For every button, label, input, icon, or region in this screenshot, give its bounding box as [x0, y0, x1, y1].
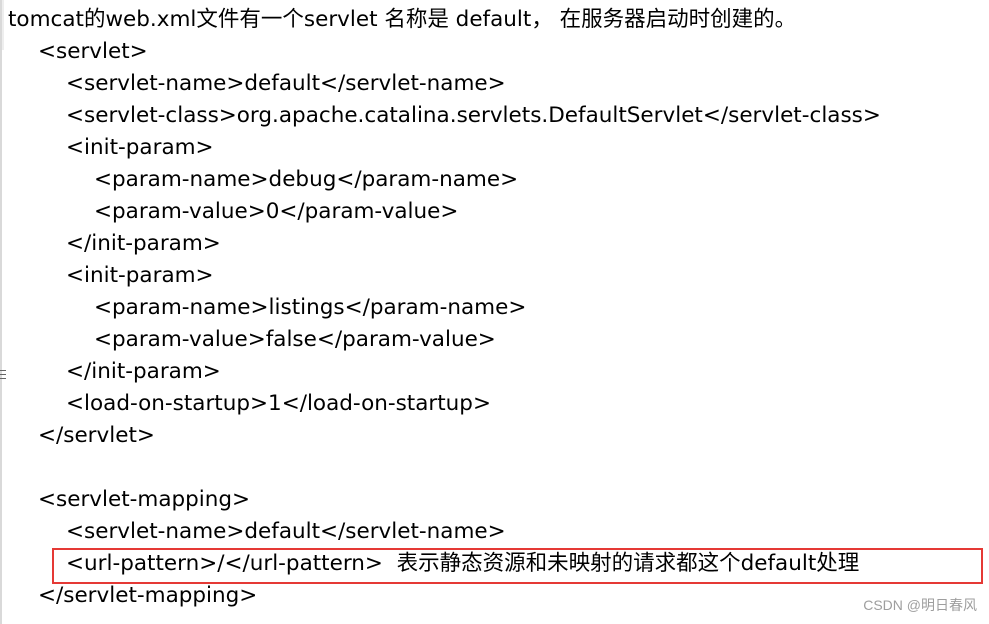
- code-line-param-name-listings: <param-name>listings</param-name>: [94, 295, 527, 320]
- code-line-param-value-0: <param-value>0</param-value>: [94, 199, 459, 224]
- left-margin-rule-top: [2, 0, 4, 50]
- code-line-init-param-close-1: </init-param>: [66, 231, 221, 256]
- code-line-mapping-servlet-name: <servlet-name>default</servlet-name>: [66, 519, 506, 544]
- code-line-servlet-close: </servlet>: [38, 423, 155, 448]
- highlight-box: [52, 548, 983, 584]
- paragraph-marker-icon: [0, 370, 6, 382]
- code-line-param-value-false: <param-value>false</param-value>: [94, 327, 496, 352]
- code-line-servlet-mapping-close: </servlet-mapping>: [38, 583, 258, 608]
- code-line-load-on-startup: <load-on-startup>1</load-on-startup>: [66, 391, 491, 416]
- code-line-servlet-mapping-open: <servlet-mapping>: [38, 487, 251, 512]
- code-line-init-param-close-2: </init-param>: [66, 359, 221, 384]
- code-line-servlet-open: <servlet>: [38, 39, 148, 64]
- code-line-servlet-class: <servlet-class>org.apache.catalina.servl…: [66, 103, 881, 128]
- code-line-param-name-debug: <param-name>debug</param-name>: [94, 167, 519, 192]
- code-line-init-param-open-1: <init-param>: [66, 135, 214, 160]
- left-margin-rule: [0, 0, 2, 624]
- watermark: CSDN @明日春风: [863, 597, 977, 613]
- code-line-servlet-name: <servlet-name>default</servlet-name>: [66, 71, 506, 96]
- document-heading: tomcat的web.xml文件有一个servlet 名称是 default， …: [8, 7, 797, 32]
- code-line-init-param-open-2: <init-param>: [66, 263, 214, 288]
- code-line-url-pattern: <url-pattern>/</url-pattern> 表示静态资源和未映射的…: [66, 551, 860, 576]
